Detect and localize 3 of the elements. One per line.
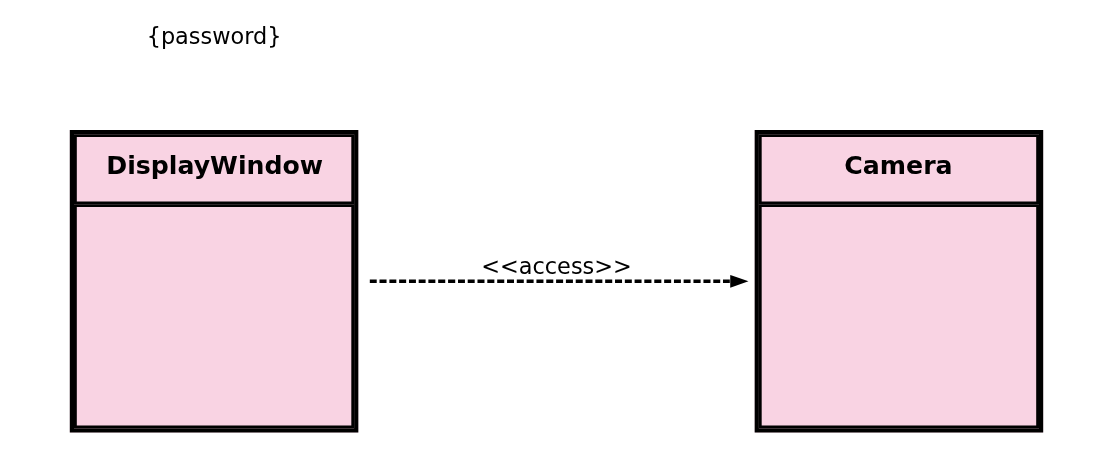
label: {password} [146, 23, 281, 50]
edge-label: <<access>> [480, 253, 632, 280]
arrow [369, 274, 748, 288]
